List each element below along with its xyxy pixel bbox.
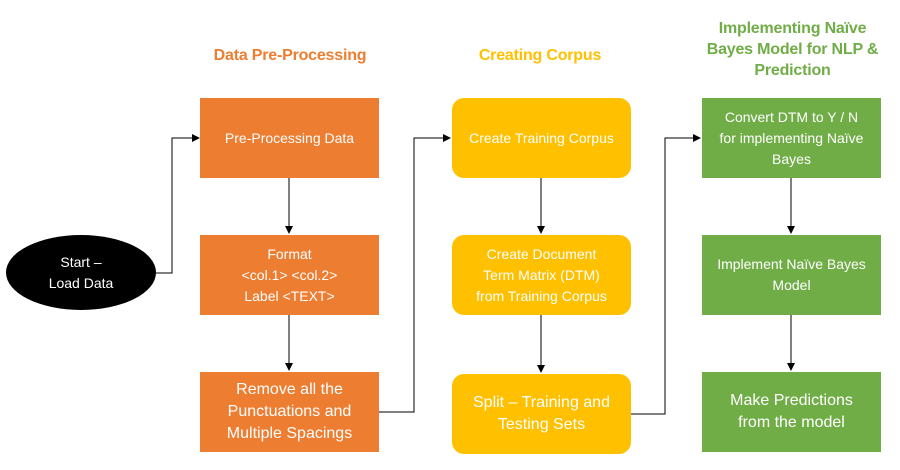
step-format-columns: Format <col.1> <col.2> Label <TEXT>: [200, 235, 379, 315]
heading-creating-corpus: Creating Corpus: [478, 47, 602, 64]
heading-naive-bayes: Implementing Naïve Bayes Model for NLP &…: [706, 20, 879, 79]
step-implement-naive-bayes: Implement Naïve Bayes Model: [702, 235, 881, 315]
arrow-split-to-convert-dtm: [631, 134, 701, 415]
step-create-dtm: Create Document Term Matrix (DTM) from T…: [452, 235, 631, 315]
step-split-training-testing: Split – Training and Testing Sets: [452, 374, 631, 454]
arrow-remove-punctuation-to-training-corpus: [379, 134, 451, 413]
step-remove-punctuation: Remove all the Punctuations and Multiple…: [200, 372, 379, 452]
start-node: Start – Load Data: [6, 235, 156, 310]
step-preprocessing-data: Pre-Processing Data: [200, 98, 379, 178]
heading-data-preprocessing: Data Pre-Processing: [213, 47, 367, 64]
step-convert-dtm-yn: Convert DTM to Y / N for implementing Na…: [702, 98, 881, 178]
step-create-training-corpus: Create Training Corpus: [452, 98, 631, 178]
arrow-start-to-preprocessing: [156, 134, 200, 274]
step-make-predictions: Make Predictions from the model: [702, 372, 881, 452]
